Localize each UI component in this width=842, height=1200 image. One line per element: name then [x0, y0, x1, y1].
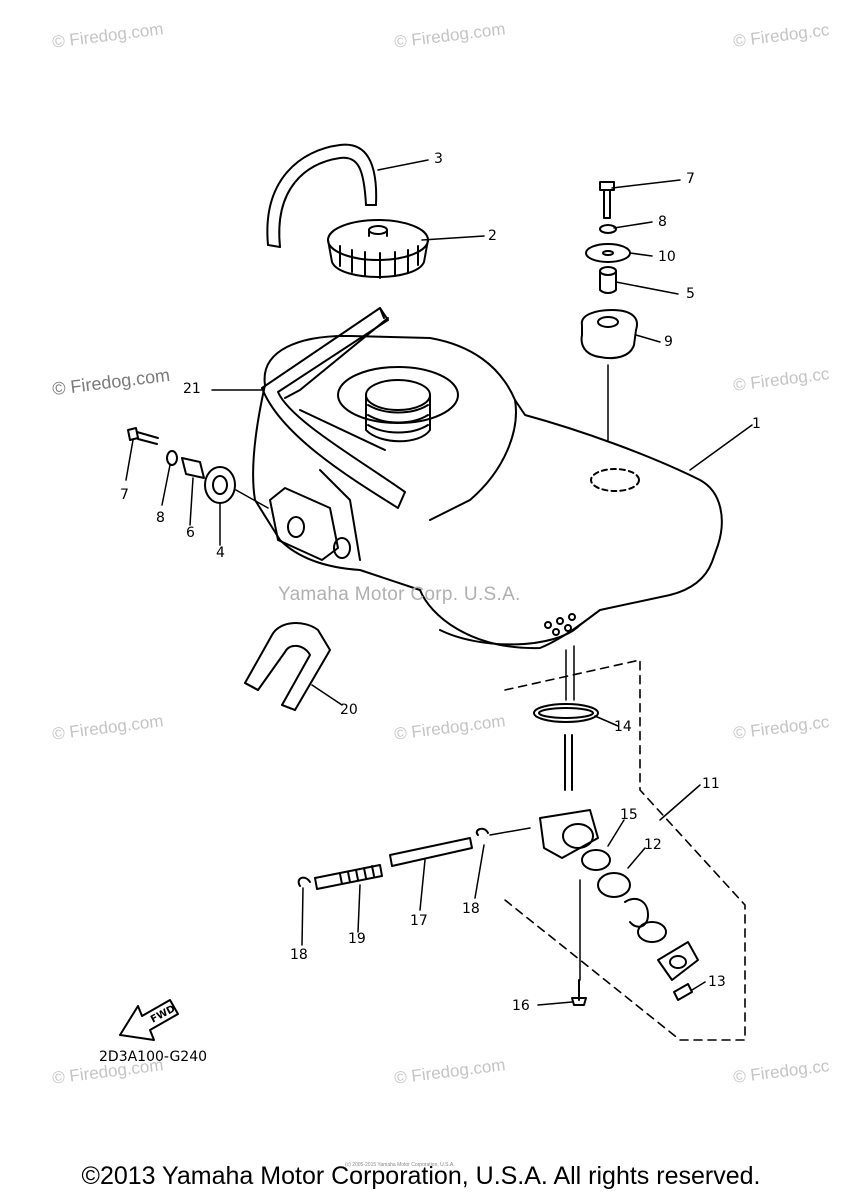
manufacturer-mark: Yamaha Motor Corp. U.S.A.	[278, 584, 521, 605]
diagram-code: 2D3A100-G240	[99, 1049, 208, 1065]
callout-21: 21	[183, 381, 201, 397]
leader-lines	[125, 159, 753, 1006]
fuel-tank	[252, 334, 723, 650]
callout-14: 14	[614, 719, 632, 735]
callout-2: 2	[488, 228, 497, 244]
callout-6: 6	[186, 525, 195, 541]
fuel-cock-assembly-outline	[504, 659, 746, 1041]
callout-5: 5	[686, 286, 695, 302]
callout-11: 11	[702, 776, 720, 792]
callout-8: 8	[658, 214, 667, 230]
callout-15: 15	[620, 807, 638, 823]
left-mount-stack	[127, 427, 269, 509]
callout-20: 20	[340, 702, 358, 718]
fuel-line-fittings	[297, 827, 531, 890]
callout-13: 13	[708, 974, 726, 990]
callout-1: 1	[752, 416, 761, 432]
callout-19: 19	[348, 931, 366, 947]
callout-18: 18	[290, 947, 308, 963]
fuel-cock-parts	[533, 645, 699, 1006]
callout-4: 4	[216, 545, 225, 561]
fwd-arrow-icon	[119, 999, 179, 1041]
right-mount-stack	[580, 181, 638, 441]
callout-3: 3	[434, 151, 443, 167]
tank-frame-protector	[261, 307, 406, 509]
callout-18: 18	[462, 901, 480, 917]
breather-hose	[266, 143, 378, 248]
callout-12: 12	[644, 837, 662, 853]
callout-16: 16	[512, 998, 530, 1014]
callout-10: 10	[658, 249, 676, 265]
callout-7: 7	[686, 171, 695, 187]
fine-print: (c) 2005-2015 Yamaha Motor Corporation, …	[345, 1162, 455, 1168]
fuel-cap	[327, 219, 429, 279]
callout-9: 9	[664, 334, 673, 350]
u-tube-cover	[244, 622, 331, 711]
callout-8: 8	[156, 510, 165, 526]
callout-17: 17	[410, 913, 428, 929]
copyright-notice: ©2013 Yamaha Motor Corporation, U.S.A. A…	[81, 1162, 761, 1190]
callout-7: 7	[120, 487, 129, 503]
